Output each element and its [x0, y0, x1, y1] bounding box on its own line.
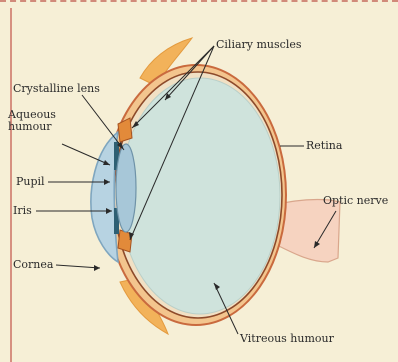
label-retina: Retina [306, 140, 342, 152]
label-vitreous-humour: Vitreous humour [240, 333, 334, 345]
label-ciliary-muscles: Ciliary muscles [216, 39, 302, 51]
label-iris: Iris [13, 205, 32, 217]
crystalline-lens [116, 144, 136, 232]
arrowhead-cornea [94, 265, 100, 271]
label-aqueous-humour: Aqueous humour [8, 109, 68, 133]
crystalline-leader [82, 95, 124, 150]
label-aqueous-line2: humour [8, 121, 68, 133]
label-pupil: Pupil [16, 176, 45, 188]
label-cornea: Cornea [13, 259, 53, 271]
label-optic-nerve: Optic nerve [323, 195, 388, 207]
label-crystalline-lens: Crystalline lens [13, 83, 100, 95]
cornea-shape [91, 132, 118, 262]
ciliary-muscle-upper [118, 118, 132, 142]
cornea-leader [56, 265, 100, 268]
vitreous-body [120, 78, 280, 314]
